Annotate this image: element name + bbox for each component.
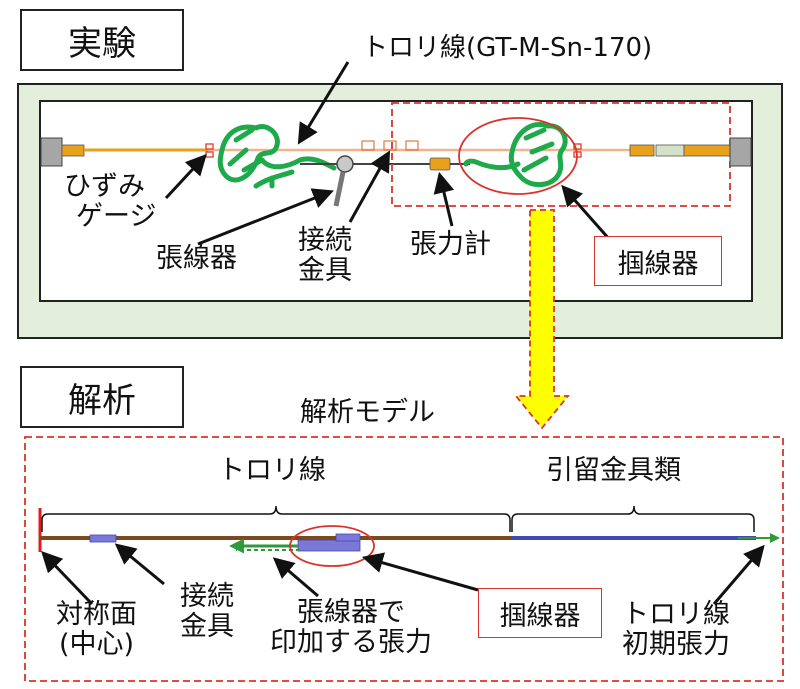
arrow-gripper: [561, 184, 612, 241]
model-connector-label: 接続 金具: [180, 581, 234, 643]
applied-tension-label: 張線器で 印加する張力: [270, 597, 432, 659]
initial-tension-label: トロリ線 初期張力: [622, 599, 730, 661]
arrow-initial-tension: [712, 544, 765, 605]
tension-meter: [429, 157, 451, 171]
arrow-applied-tension: [272, 557, 319, 598]
arrow-tension-meter: [433, 171, 455, 227]
arrow-symmetry-plane: [41, 550, 94, 606]
strain-gauge-label: ひずみ ゲージ: [64, 171, 157, 233]
right-fitting-2: [655, 144, 685, 157]
strain-gauge-1: [205, 143, 214, 150]
analysis-section-label: 解析: [20, 366, 184, 428]
arrow-model-gripper: [361, 552, 479, 592]
analysis-model-region: [24, 436, 784, 682]
model-gripper-body: [297, 539, 361, 552]
gripper-highlight-ellipse: [458, 117, 578, 195]
left-fitting: [61, 144, 85, 157]
right-end-block: [729, 137, 752, 167]
right-gripper-drawing: [463, 122, 568, 187]
connector-label: 接続 金具: [298, 225, 352, 287]
model-end-fittings-label: 引留金具類: [546, 455, 681, 486]
model-gripper-label: 掴線器: [478, 588, 602, 638]
connector-square-3: [405, 140, 419, 151]
tensioner-ball: [336, 155, 354, 173]
connector-square-1: [361, 140, 375, 151]
strain-gauge-3: [573, 143, 582, 150]
right-fitting-1: [629, 144, 655, 157]
left-end-block: [40, 137, 63, 167]
model-trolley-wire-label: トロリ線: [218, 455, 326, 486]
right-fitting-3: [683, 144, 731, 157]
tensioner-handle: [333, 171, 346, 207]
tension-meter-label: 張力計: [410, 229, 491, 260]
model-gripper-top: [335, 533, 361, 542]
arrow-connector: [348, 150, 391, 223]
arrow-strain-gauge: [164, 153, 207, 200]
model-connector: [89, 534, 117, 543]
gripper-label: 掴線器: [594, 236, 722, 286]
tensioner-label: 張線器: [156, 243, 237, 274]
brace-end-fittings: [511, 505, 755, 532]
connector-square-2: [383, 140, 397, 151]
symmetry-plane-label: 対称面 (中心): [56, 599, 137, 661]
transition-arrow: [514, 209, 570, 430]
arrow-model-connector: [114, 543, 165, 586]
brace-trolley-wire: [41, 505, 511, 532]
model-gripper-highlight-ellipse: [289, 525, 375, 567]
trolley-wire-label: トロリ線(GT-M-Sn-170): [362, 33, 653, 63]
arrow-tensioner: [197, 188, 334, 246]
analysis-model-label: 解析モデル: [300, 397, 435, 428]
experiment-section-label: 実験: [20, 9, 184, 71]
arrow-trolley-wire: [297, 61, 350, 145]
